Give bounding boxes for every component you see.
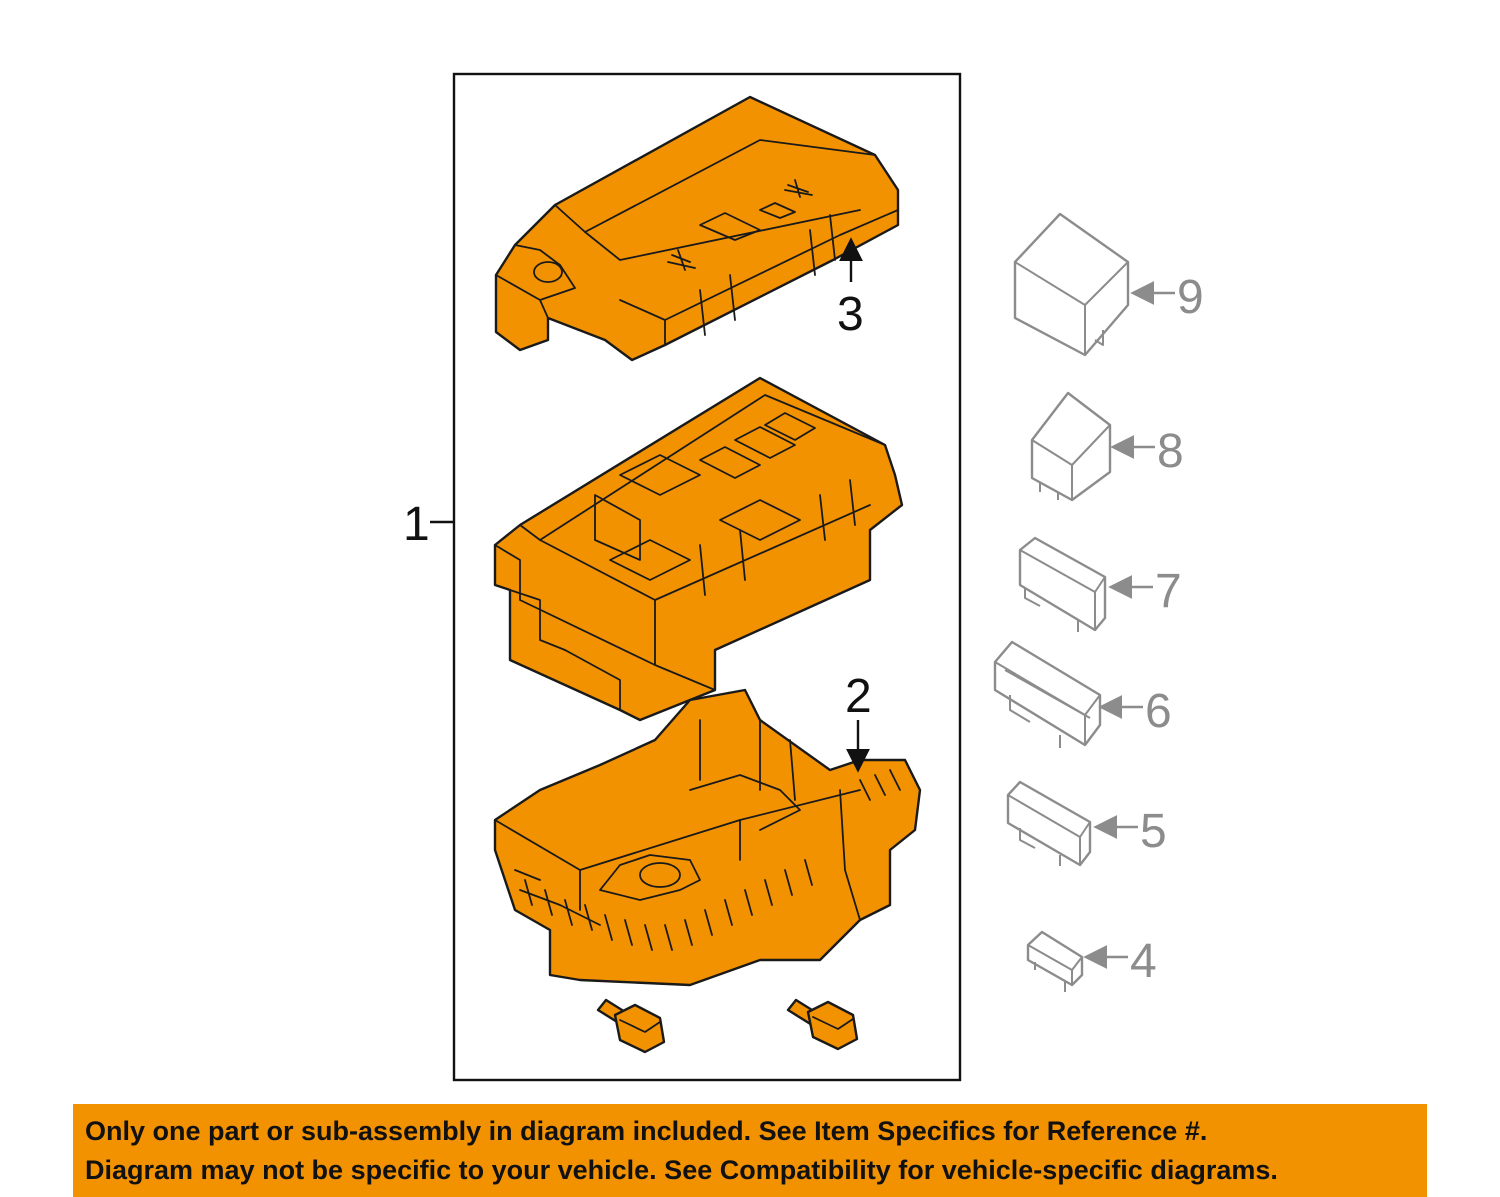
callout-9: 9 bbox=[1130, 271, 1204, 324]
callout-7-label: 7 bbox=[1155, 565, 1182, 618]
large-relay bbox=[1013, 212, 1130, 357]
fuse-box-cover bbox=[494, 95, 900, 362]
mounting-bolt-right bbox=[786, 998, 859, 1051]
cartridge-fuse bbox=[993, 640, 1102, 748]
callout-3-label: 3 bbox=[837, 288, 864, 341]
callout-9-label: 9 bbox=[1177, 271, 1204, 324]
callout-5-label: 5 bbox=[1140, 805, 1167, 858]
callout-6-label: 6 bbox=[1145, 685, 1172, 738]
callout-4: 4 bbox=[1083, 935, 1157, 988]
callout-5: 5 bbox=[1093, 805, 1167, 858]
mini-fuse bbox=[1026, 930, 1084, 992]
small-relay bbox=[1030, 391, 1112, 502]
maxi-fuse bbox=[1018, 536, 1107, 632]
callout-8: 8 bbox=[1110, 425, 1184, 478]
callout-2: 2 bbox=[845, 670, 872, 773]
blade-fuse bbox=[1006, 780, 1092, 867]
callout-4-label: 4 bbox=[1130, 935, 1157, 988]
callout-2-label: 2 bbox=[845, 670, 872, 723]
disclaimer-banner: Only one part or sub-assembly in diagram… bbox=[73, 1104, 1427, 1197]
assembly-frame bbox=[452, 72, 962, 1082]
callout-3: 3 bbox=[837, 237, 864, 341]
callout-6: 6 bbox=[1098, 685, 1172, 738]
disclaimer-line-2: Diagram may not be specific to your vehi… bbox=[85, 1154, 1278, 1185]
lower-tray bbox=[493, 688, 922, 987]
callout-1: 1 bbox=[403, 498, 454, 551]
disclaimer-line-1: Only one part or sub-assembly in diagram… bbox=[85, 1115, 1208, 1146]
fuse-box-housing bbox=[493, 376, 904, 722]
callout-1-label: 1 bbox=[403, 498, 430, 551]
callout-8-label: 8 bbox=[1157, 425, 1184, 478]
callout-7: 7 bbox=[1108, 565, 1182, 618]
mounting-bolt-left bbox=[596, 998, 666, 1054]
